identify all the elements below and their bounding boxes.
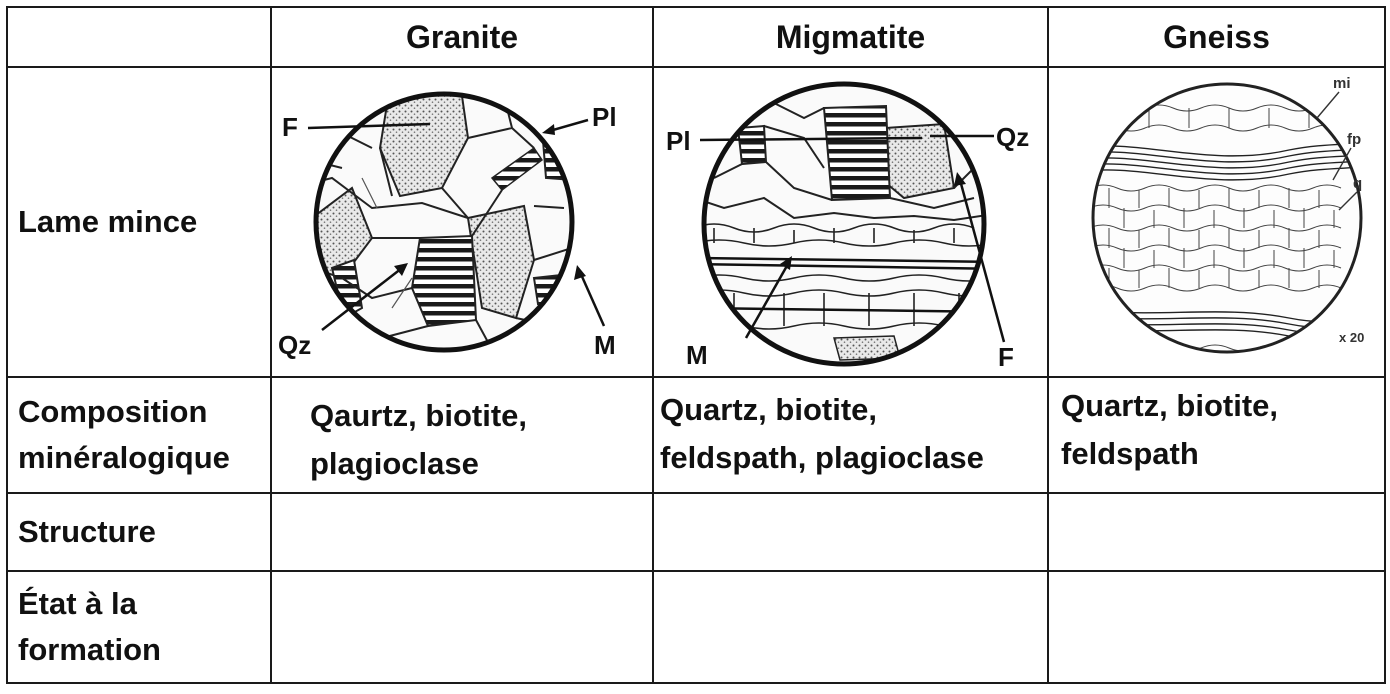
- row-structure: Structure: [6, 492, 1386, 572]
- granite-thin-section-drawing: F Pl Qz M: [278, 91, 617, 360]
- etat-gneiss-cell: [1047, 570, 1386, 684]
- composition-migmatite-line1: Quartz, biotite,: [660, 392, 877, 427]
- gneiss-magnification: x 20: [1339, 330, 1364, 345]
- row-etat-formation: État à la formation: [6, 570, 1386, 684]
- header-migmatite: Migmatite: [652, 6, 1049, 68]
- migmatite-thin-section: Pl Qz M F: [652, 66, 1049, 378]
- composition-granite-line2: plagioclase: [310, 446, 479, 482]
- structure-gneiss-cell: [1047, 492, 1386, 572]
- gneiss-label-fp: fp: [1347, 131, 1361, 148]
- etat-migmatite-cell: [652, 570, 1049, 684]
- row-label-composition-line2: minéralogique: [18, 440, 230, 475]
- composition-migmatite: Quartz, biotite, feldspath, plagioclase: [652, 376, 1049, 494]
- row-label-etat-line2: formation: [18, 632, 161, 667]
- header-row: Granite Migmatite Gneiss: [6, 6, 1386, 68]
- row-lame-mince: Lame mince: [6, 66, 1386, 378]
- granite-label-f: F: [282, 112, 298, 142]
- migmatite-label-pl: Pl: [666, 126, 691, 156]
- row-label-lame-mince: Lame mince: [6, 66, 272, 378]
- composition-granite-line1: Qaurtz, biotite,: [310, 398, 527, 433]
- migmatite-label-m: M: [686, 340, 708, 370]
- gneiss-label-q: q: [1353, 175, 1362, 192]
- gneiss-thin-section: mi fp q x 20: [1047, 66, 1386, 378]
- etat-granite-cell: [270, 570, 654, 684]
- granite-label-pl: Pl: [592, 102, 617, 132]
- rock-comparison-table: Granite Migmatite Gneiss Lame mince: [6, 6, 1386, 684]
- header-empty-cell: [6, 6, 272, 68]
- migmatite-label-f: F: [998, 342, 1014, 372]
- row-label-etat-formation: État à la formation: [6, 570, 272, 684]
- gneiss-thin-section-drawing: mi fp q x 20: [1091, 75, 1364, 354]
- header-granite: Granite: [270, 6, 654, 68]
- composition-migmatite-line2: feldspath, plagioclase: [660, 440, 984, 476]
- structure-granite-cell: [270, 492, 654, 572]
- structure-migmatite-cell: [652, 492, 1049, 572]
- row-label-etat-line1: État à la: [18, 585, 137, 621]
- row-label-composition: Composition minéralogique: [6, 376, 272, 494]
- granite-label-qz: Qz: [278, 330, 311, 360]
- migmatite-thin-section-drawing: Pl Qz M F: [666, 81, 1029, 372]
- granite-thin-section: F Pl Qz M: [270, 66, 654, 378]
- composition-gneiss-line2: feldspath: [1061, 436, 1199, 472]
- granite-label-m: M: [594, 330, 616, 360]
- row-label-structure: Structure: [6, 492, 272, 572]
- row-label-composition-line1: Composition: [18, 393, 208, 429]
- header-gneiss: Gneiss: [1047, 6, 1386, 68]
- composition-gneiss-line1: Quartz, biotite,: [1061, 388, 1278, 423]
- migmatite-label-qz: Qz: [996, 122, 1029, 152]
- row-composition: Composition minéralogique Qaurtz, biotit…: [6, 376, 1386, 494]
- composition-granite: Qaurtz, biotite, plagioclase: [270, 376, 654, 494]
- composition-gneiss: Quartz, biotite, feldspath: [1047, 376, 1386, 494]
- gneiss-label-mi: mi: [1333, 75, 1351, 92]
